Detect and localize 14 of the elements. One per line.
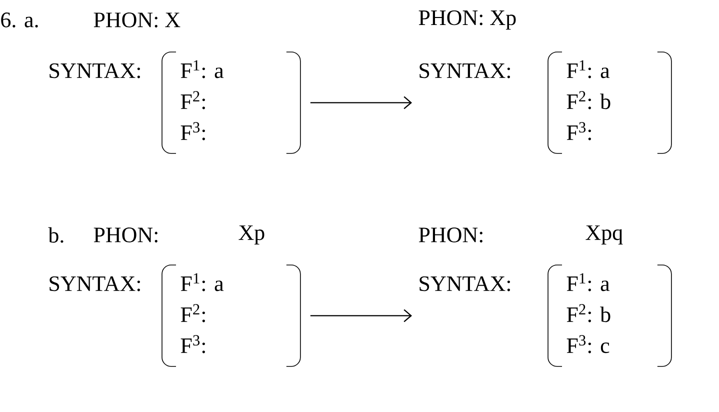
label: PHON: (94, 228, 158, 242)
label: 6. a. (1, 12, 38, 28)
arrow (310, 309, 412, 322)
feature-matrix: SYNTAX: F$^{1}$: a F$^{2}$: b F$^{3}$: c (420, 264, 672, 367)
label: Xpq (586, 225, 623, 245)
label: Xp (238, 225, 264, 245)
feature-matrix: SYNTAX: F$^{1}$: a F$^{2}$: F$^{3}$: (50, 52, 301, 154)
arrow (310, 96, 412, 110)
feature-matrix: SYNTAX: F$^{1}$: a F$^{2}$: b F$^{3}$: (420, 52, 672, 154)
feature-matrix: SYNTAX: F$^{1}$: a F$^{2}$: F$^{3}$: (50, 264, 301, 367)
label: PHON: (418, 228, 482, 242)
label: b. (48, 227, 64, 243)
label: PHON: X (94, 12, 180, 28)
label: PHON: Xp (418, 10, 516, 30)
